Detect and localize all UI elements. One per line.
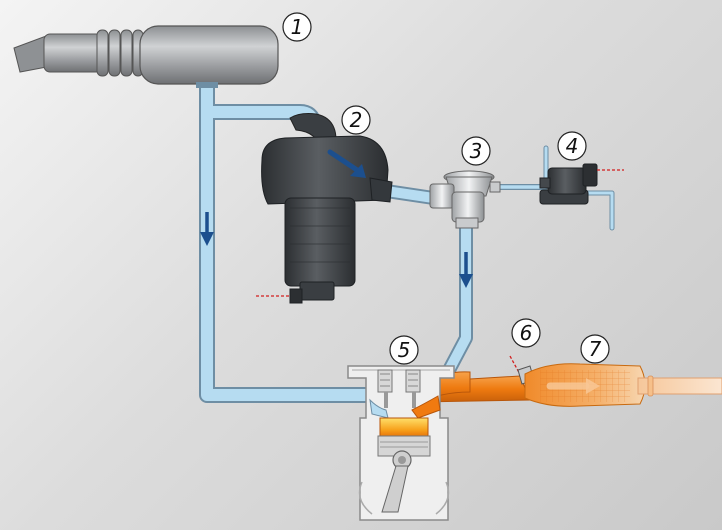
flow-arrow-down-left bbox=[200, 212, 214, 246]
secondary-air-pump bbox=[256, 113, 393, 304]
callout-7-number: 7 bbox=[589, 337, 602, 361]
callout-3-number: 3 bbox=[470, 139, 483, 163]
callout-markers: 1 2 3 4 5 6 7 bbox=[282, 12, 610, 365]
solenoid-valve bbox=[539, 163, 624, 205]
exhaust-system bbox=[409, 355, 722, 407]
callout-4-number: 4 bbox=[566, 134, 579, 158]
callout-3: 3 bbox=[461, 136, 491, 166]
callout-1: 1 bbox=[282, 12, 312, 42]
callout-5-number: 5 bbox=[398, 338, 411, 362]
callout-2-number: 2 bbox=[350, 108, 363, 132]
flow-arrows bbox=[200, 212, 473, 288]
callout-4: 4 bbox=[557, 131, 587, 161]
callout-6: 6 bbox=[511, 318, 541, 348]
air-filter bbox=[13, 25, 279, 88]
combination-valve bbox=[429, 170, 501, 229]
callout-6-number: 6 bbox=[520, 321, 533, 345]
engine bbox=[347, 365, 455, 521]
callout-5: 5 bbox=[389, 335, 419, 365]
flow-arrow-down-right bbox=[459, 252, 473, 288]
catalytic-converter bbox=[524, 363, 646, 407]
callout-7: 7 bbox=[580, 334, 610, 364]
callout-1-number: 1 bbox=[291, 15, 304, 39]
callout-2: 2 bbox=[341, 105, 371, 135]
